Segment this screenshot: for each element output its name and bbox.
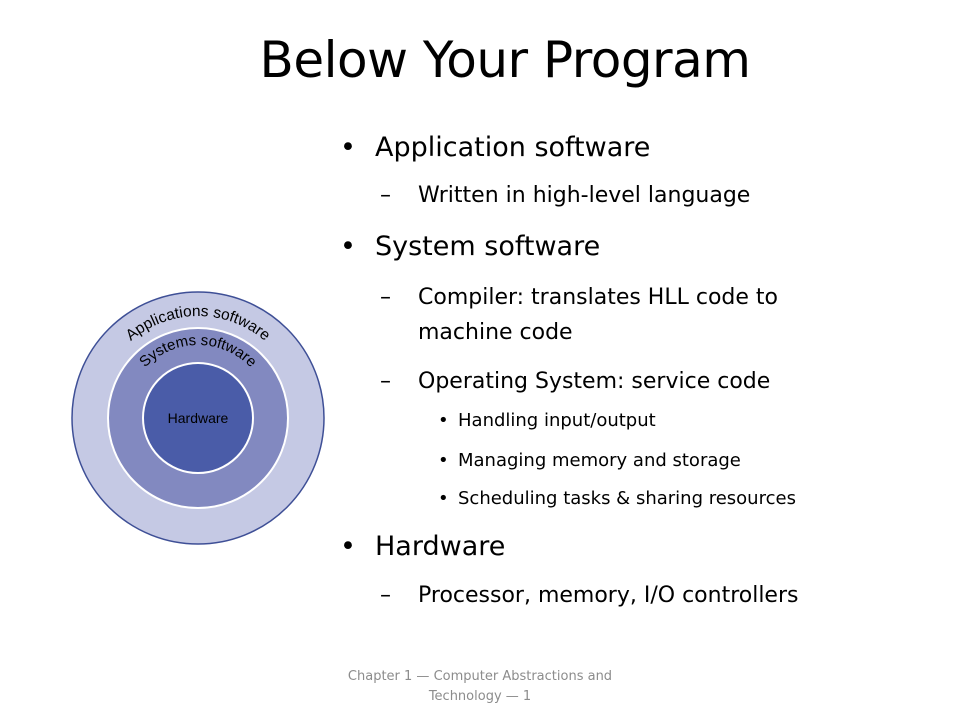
bullet-text: Managing memory and storage: [458, 450, 741, 471]
bullet-text: machine code: [418, 320, 573, 345]
hardware-core: [142, 362, 254, 474]
bullet-text: Written in high-level language: [418, 183, 751, 208]
hardware-label: Hardware: [168, 410, 229, 426]
bullet-marker: •: [340, 132, 356, 163]
slide-footer: Chapter 1 — Computer Abstractions and Te…: [330, 667, 630, 707]
bullet-text: Scheduling tasks & sharing resources: [458, 488, 796, 509]
layers-diagram: Applications software Systems software H…: [70, 290, 326, 546]
bullet-marker: •: [438, 410, 449, 431]
bullet-text: Application software: [375, 132, 651, 163]
bullet-marker: –: [380, 183, 391, 208]
footer-line-2: Technology — 1: [428, 689, 532, 704]
bullet-text: Compiler: translates HLL code to: [418, 285, 778, 310]
bullet-marker: •: [438, 488, 449, 509]
slide-title: Below Your Program: [259, 31, 751, 89]
bullet-marker: –: [380, 285, 391, 310]
bullet-text: Processor, memory, I/O controllers: [418, 583, 799, 608]
bullet-marker: •: [438, 450, 449, 471]
bullet-marker: •: [340, 231, 356, 262]
bullet-marker: –: [380, 583, 391, 608]
bullet-marker: •: [340, 531, 356, 562]
footer-line-1: Chapter 1 — Computer Abstractions and: [347, 669, 613, 684]
bullet-text: System software: [375, 231, 601, 262]
bullet-list: • Application software – Written in high…: [340, 0, 940, 640]
bullet-text: Handling input/output: [458, 410, 656, 431]
bullet-marker: –: [380, 369, 391, 394]
bullet-text: Operating System: service code: [418, 369, 771, 394]
bullet-text: Hardware: [375, 531, 506, 562]
layers-diagram-svg: Applications software Systems software H…: [71, 291, 325, 545]
